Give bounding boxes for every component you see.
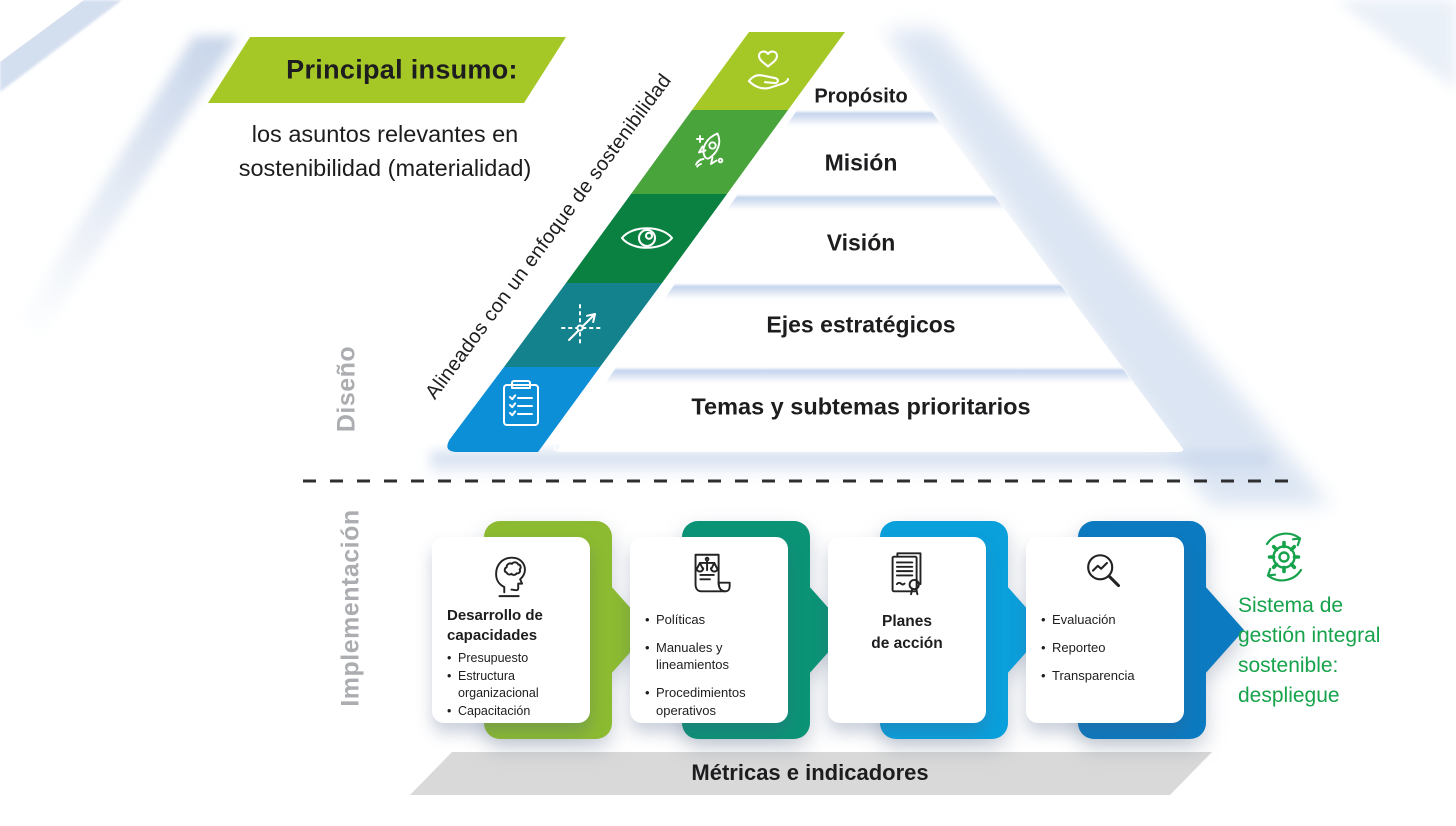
metrics-bar-label: Métricas e indicadores — [691, 760, 929, 785]
decor-left-band — [0, 36, 238, 400]
pyramid-body — [553, 29, 1184, 452]
step-bullets: Evaluación Reporteo Transparencia — [1041, 611, 1169, 695]
design-section-label: Diseño — [332, 345, 361, 433]
certificate-icon — [891, 552, 922, 596]
heart-hand-icon — [747, 50, 790, 90]
banner-shape — [208, 37, 566, 103]
step-title: Desarrollo de capacidades — [447, 607, 543, 644]
bullet-item: Presupuesto — [447, 650, 575, 667]
scales-document-icon — [694, 553, 731, 593]
bullet-item: Manuales y lineamientos — [645, 639, 773, 673]
bullet-item: Políticas — [645, 611, 773, 628]
step-title: Planes de acción — [871, 613, 943, 653]
rocket-icon — [695, 132, 724, 168]
banner-title: Principal insumo: — [286, 54, 518, 85]
step-bullets: Políticas Manuales y lineamientos Proced… — [645, 611, 773, 730]
level-label-ejes: Ejes estratégicos — [766, 311, 956, 338]
decor-top-left-cover — [0, 0, 84, 62]
bullet-item: Procedimientos operativos — [645, 684, 773, 718]
bullet-item: Transparencia — [1041, 667, 1169, 684]
stripe-seg-mision — [631, 110, 788, 194]
step-card-capacidades: Desarrollo de capacidades Presupuesto Es… — [432, 537, 590, 723]
level-label-vision: Visión — [826, 229, 896, 256]
axes-icon — [561, 304, 605, 346]
head-brain-icon — [495, 556, 526, 598]
bullet-item: Capacitación — [447, 703, 575, 720]
step-bullets: Presupuesto Estructura organizacional Ca… — [447, 650, 575, 722]
pyramid-base-shadow — [430, 452, 1270, 478]
bullet-item: Evaluación — [1041, 611, 1169, 628]
pyramid-right-shadow — [885, 30, 1330, 505]
implementation-section-label: Implementación — [336, 509, 365, 707]
gear-cycle-icon — [1265, 532, 1303, 582]
level-label-temas: Temas y subtemas prioritarios — [691, 393, 1031, 420]
stripe-seg-temas — [447, 367, 600, 452]
level-label-proposito: Propósito — [814, 85, 908, 108]
bullet-item: Reporteo — [1041, 639, 1169, 656]
step-card-politicas: Políticas Manuales y lineamientos Proced… — [630, 537, 788, 723]
step-card-evaluacion: Evaluación Reporteo Transparencia — [1026, 537, 1184, 723]
level-label-mision: Misión — [824, 149, 898, 176]
step-card-planes: Planes de acción — [828, 537, 986, 723]
metrics-bar-shape — [410, 752, 1212, 795]
bullet-item: Estructura organizacional — [447, 668, 575, 701]
outcome-label: Sistema de gestión integral sostenible: … — [1238, 594, 1381, 707]
eye-icon — [620, 227, 674, 249]
clipboard-icon — [503, 380, 539, 426]
decor-top-right-wedge — [1336, 0, 1456, 90]
magnifier-chart-icon — [1087, 554, 1120, 588]
banner-subtitle: los asuntos relevantes en sostenibilidad… — [238, 121, 532, 181]
stripe-seg-proposito — [692, 32, 845, 110]
